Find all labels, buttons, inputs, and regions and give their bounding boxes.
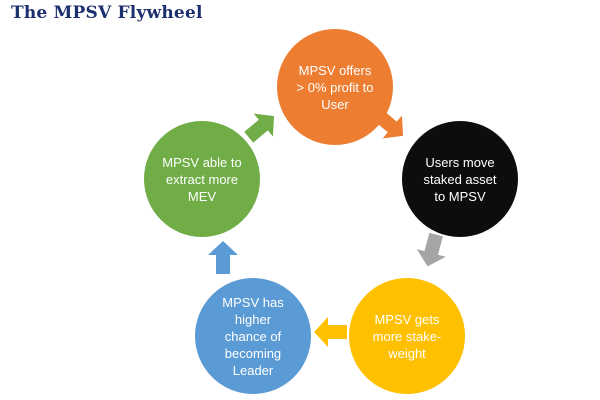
node-users-move-stake: Users move staked asset to MPSV (402, 121, 518, 237)
node-mpsv-extract-mev: MPSV able to extract more MEV (144, 121, 260, 237)
node-mpsv-offers-profit: MPSV offers > 0% profit to User (277, 29, 393, 145)
arrow-icon (203, 238, 243, 278)
node-mpsv-higher-leader-chance: MPSV has higher chance of becoming Leade… (195, 278, 311, 394)
arrow-icon (311, 312, 351, 352)
arrow-icon (412, 230, 452, 270)
page-title: The MPSV Flywheel (11, 3, 203, 23)
arrow-icon (370, 105, 410, 145)
arrow-icon (241, 107, 281, 147)
node-mpsv-more-stake-weight: MPSV gets more stake- weight (349, 278, 465, 394)
